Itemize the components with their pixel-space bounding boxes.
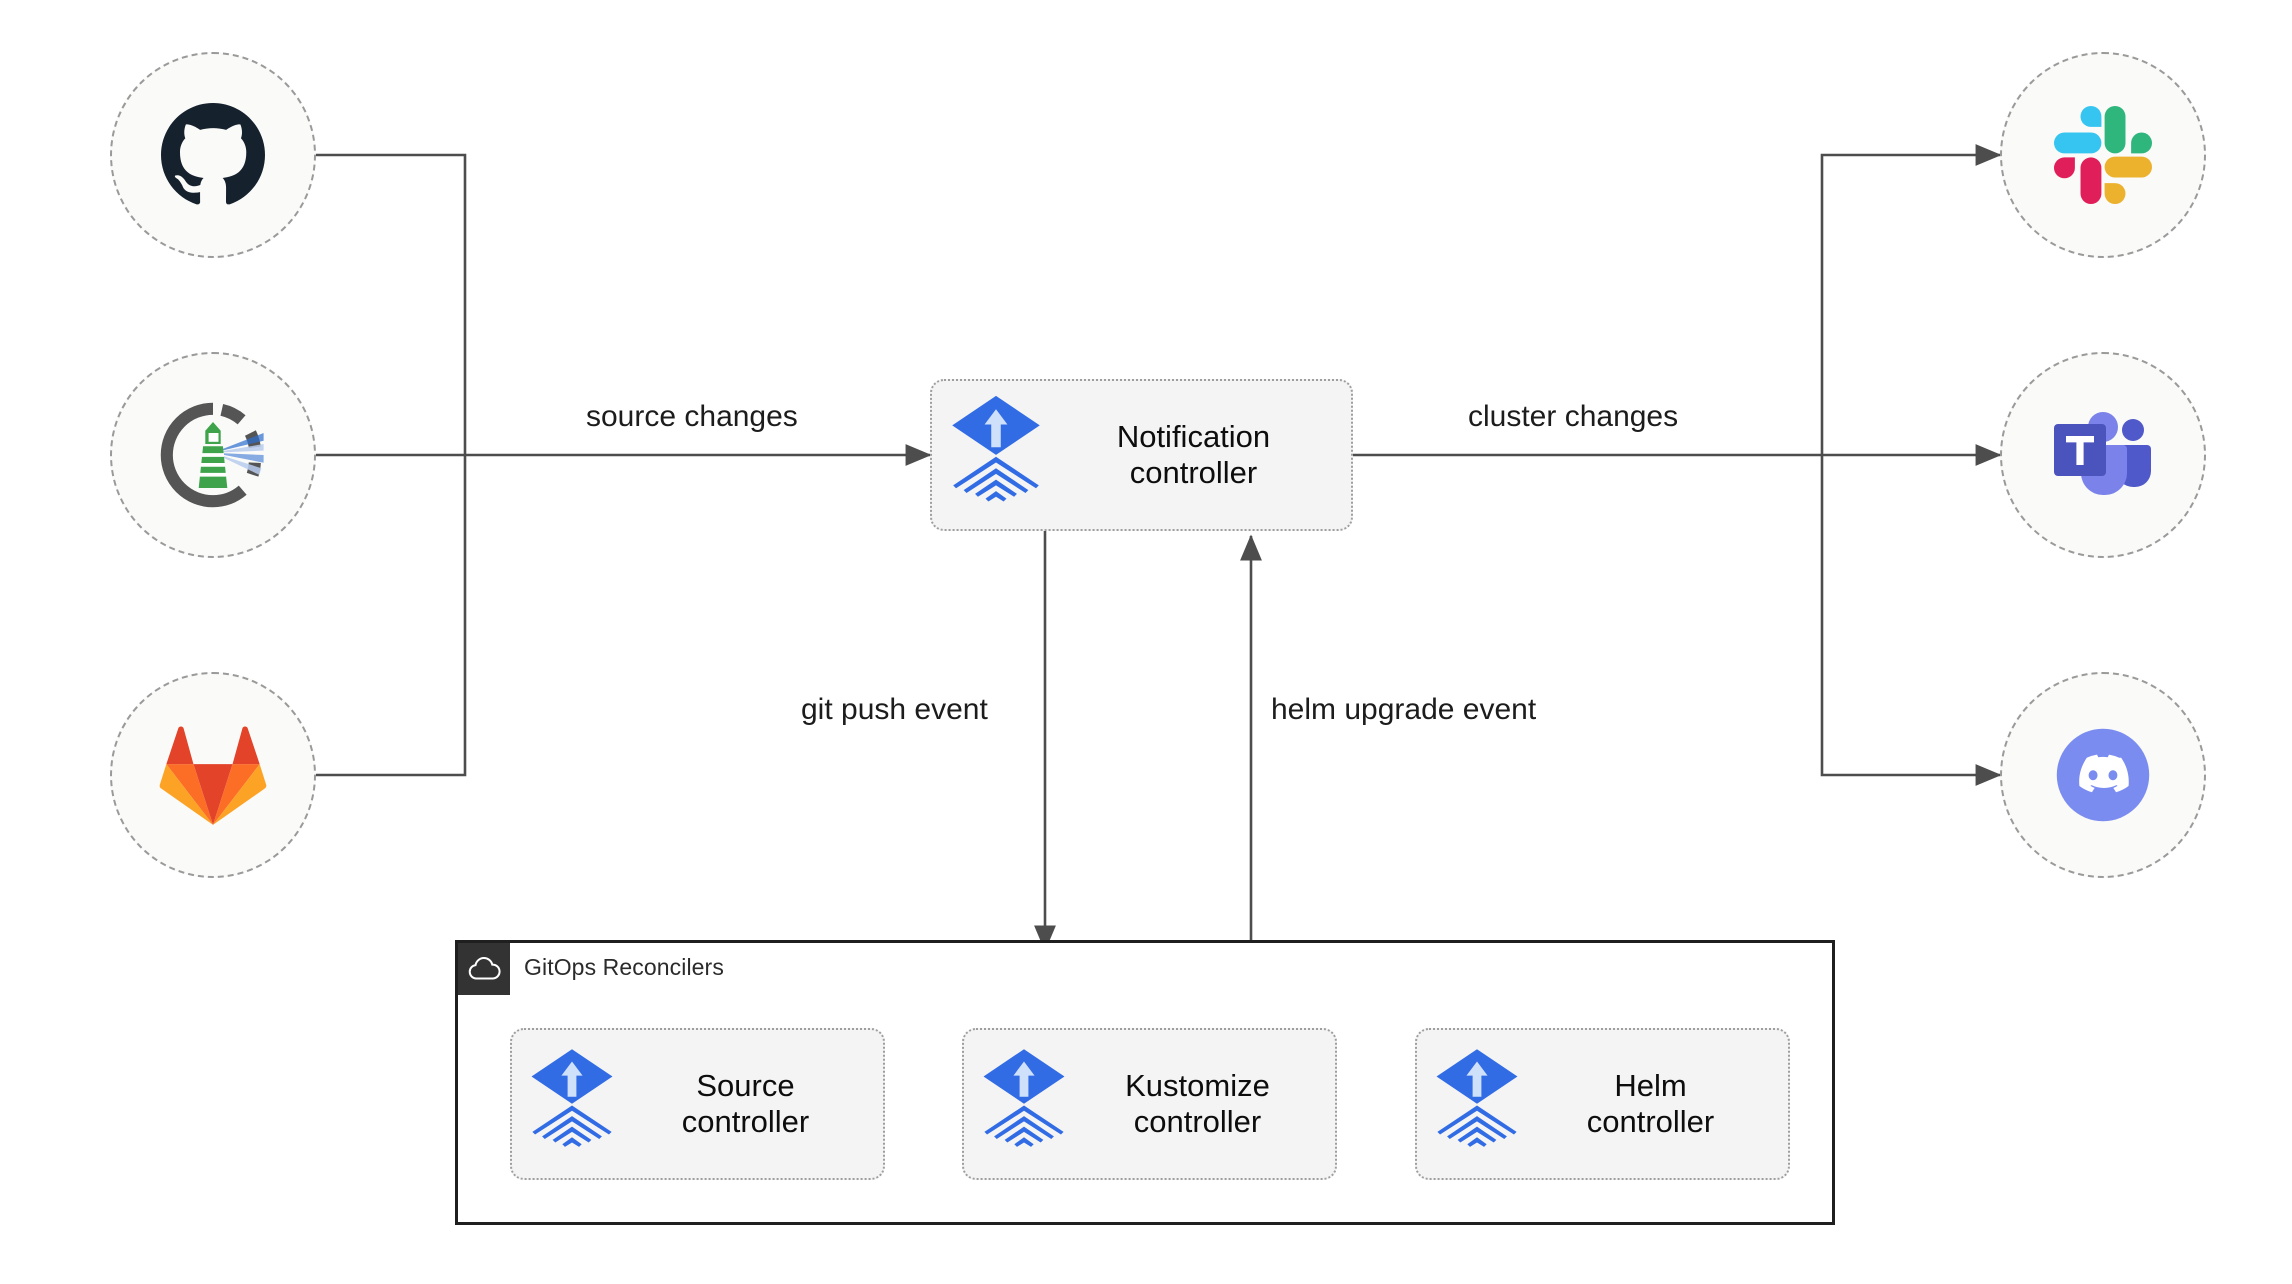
gitops-reconcilers-title: GitOps Reconcilers xyxy=(524,954,724,980)
kustomize-controller-box[interactable]: Kustomize controller xyxy=(962,1028,1337,1180)
target-node-teams[interactable] xyxy=(2000,352,2206,558)
edge-label-source-changes: source changes xyxy=(580,400,804,434)
flux-icon xyxy=(1433,1047,1521,1162)
cloud-icon xyxy=(458,943,510,995)
edge-bus-to-discord xyxy=(1820,455,2002,786)
kustomize-controller-label: Kustomize controller xyxy=(1125,1068,1270,1139)
target-node-slack[interactable] xyxy=(2000,52,2206,258)
source-node-gitlab[interactable] xyxy=(110,672,316,878)
source-node-github[interactable] xyxy=(110,52,316,258)
lighthouse-icon xyxy=(160,402,264,508)
flux-icon xyxy=(528,1047,616,1162)
helm-controller-label: Helm controller xyxy=(1586,1068,1715,1139)
target-node-discord[interactable] xyxy=(2000,672,2206,878)
notification-controller-label: Notification controller xyxy=(1116,419,1271,490)
edge-label-git-push-event: git push event xyxy=(795,693,994,727)
flux-icon xyxy=(948,394,1044,517)
source-controller-box[interactable]: Source controller xyxy=(510,1028,885,1180)
slack-icon xyxy=(2054,106,2152,204)
source-controller-label: Source controller xyxy=(681,1068,810,1139)
edge-label-helm-upgrade-event: helm upgrade event xyxy=(1265,693,1543,727)
helm-controller-box[interactable]: Helm controller xyxy=(1415,1028,1790,1180)
github-icon xyxy=(161,103,265,205)
notification-controller-box[interactable]: Notification controller xyxy=(930,379,1353,531)
microsoft-teams-icon xyxy=(2054,412,2151,495)
flux-icon xyxy=(980,1047,1068,1162)
gitlab-icon xyxy=(159,726,267,825)
edge-label-cluster-changes: cluster changes xyxy=(1462,400,1685,434)
edge-bus-to-slack xyxy=(1820,144,2002,455)
source-node-lighthouse[interactable] xyxy=(110,352,316,558)
discord-icon xyxy=(2056,728,2150,822)
